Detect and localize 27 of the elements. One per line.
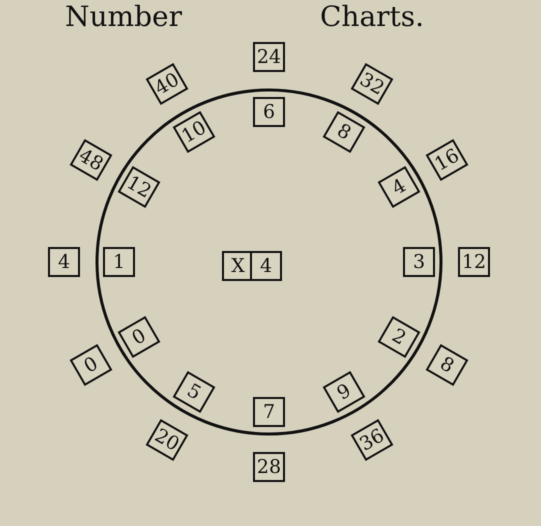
number-box: 5 bbox=[172, 370, 216, 413]
number-box: 10 bbox=[172, 111, 216, 154]
number-box: 32 bbox=[350, 63, 393, 106]
number-box: 3 bbox=[403, 247, 435, 277]
number-box: 8 bbox=[322, 111, 366, 154]
number-box: 24 bbox=[253, 42, 285, 72]
number-box: 0 bbox=[70, 344, 113, 386]
number-box: 0 bbox=[118, 316, 160, 358]
number-box: 28 bbox=[253, 452, 285, 482]
number-box: 4 bbox=[250, 251, 282, 281]
number-box: 8 bbox=[425, 344, 468, 386]
number-box: 20 bbox=[145, 418, 188, 461]
number-box: 16 bbox=[425, 138, 468, 180]
number-box: 2 bbox=[378, 316, 420, 358]
number-box: 12 bbox=[118, 166, 160, 208]
number-box: 4 bbox=[378, 166, 420, 208]
number-box: 6 bbox=[253, 97, 285, 127]
number-box: 7 bbox=[253, 397, 285, 427]
number-box: 36 bbox=[350, 418, 393, 461]
number-box: 1 bbox=[103, 247, 135, 277]
number-box: 9 bbox=[322, 370, 366, 413]
number-box: 40 bbox=[145, 63, 188, 106]
number-box: 4 bbox=[48, 247, 80, 277]
title-word: Charts. bbox=[320, 0, 424, 34]
number-box: 48 bbox=[70, 138, 113, 180]
number-box: 12 bbox=[458, 247, 490, 277]
title-word: Number bbox=[65, 0, 182, 34]
